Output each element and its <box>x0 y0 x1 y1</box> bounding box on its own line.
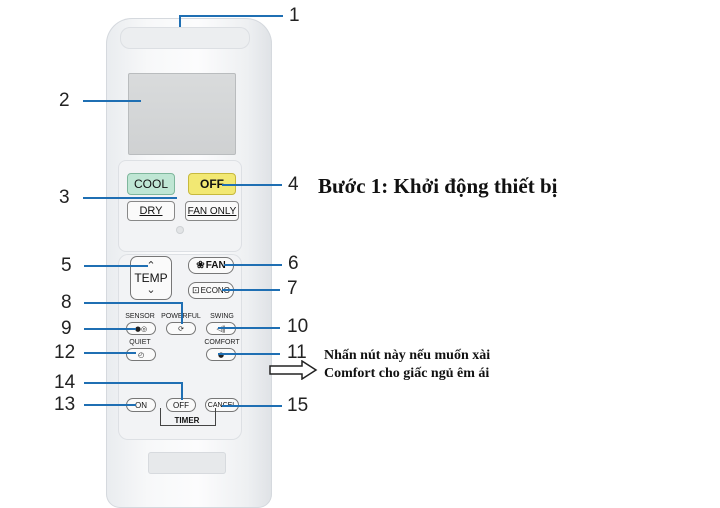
timer-label: TIMER <box>166 416 208 425</box>
comfort-note-line-1: Nhấn nút này nếu muốn xài <box>324 348 491 363</box>
callout-number-15: 15 <box>287 395 309 416</box>
battery-cover <box>148 452 226 474</box>
remote-top-cap <box>120 27 250 49</box>
callout-number-9: 9 <box>61 318 72 339</box>
callout-line-1 <box>179 15 283 17</box>
cool-button[interactable]: COOL <box>127 173 175 195</box>
quiet-label: QUIET <box>129 339 151 346</box>
callout-number-4: 4 <box>288 174 299 195</box>
quiet-button[interactable]: ◴ <box>126 348 156 361</box>
arrow-right-icon <box>269 360 318 380</box>
callout-line-7 <box>222 289 280 291</box>
callout-number-7: 7 <box>287 278 298 299</box>
fan-label: FAN <box>205 260 226 271</box>
callout-number-11: 11 <box>287 342 307 363</box>
callout-number-1: 1 <box>289 5 300 26</box>
indicator-dot <box>176 226 184 234</box>
callout-line-10 <box>218 327 280 329</box>
callout-line-14-drop <box>181 382 183 400</box>
sensor-label: SENSOR <box>125 313 155 320</box>
callout-line-8-drop <box>181 302 183 324</box>
callout-line-1-drop <box>179 15 181 27</box>
callout-line-8 <box>84 302 182 304</box>
callout-number-13: 13 <box>54 394 76 415</box>
callout-line-14 <box>84 382 182 384</box>
fan-only-button[interactable]: FAN ONLY <box>185 201 239 221</box>
comfort-note-line-2: Comfort cho giấc ngủ êm ái <box>324 366 490 381</box>
swing-label: SWING <box>210 313 234 320</box>
comfort-label: COMFORT <box>204 339 240 346</box>
callout-line-15 <box>222 405 282 407</box>
callout-line-5 <box>84 265 148 267</box>
callout-number-6: 6 <box>288 253 299 274</box>
callout-number-3: 3 <box>59 187 70 208</box>
step-heading: Bước 1: Khởi động thiết bị <box>318 174 558 198</box>
econo-label: ECONO <box>200 286 230 295</box>
callout-number-8: 8 <box>61 292 72 313</box>
quiet-icon: ◴ <box>137 350 145 359</box>
timer-bracket <box>160 408 216 426</box>
callout-line-4 <box>222 184 282 186</box>
callout-line-11 <box>218 353 280 355</box>
callout-line-2 <box>83 100 141 102</box>
temp-button[interactable]: ⌃ TEMP ⌄ <box>130 256 172 300</box>
lcd-screen <box>128 73 236 155</box>
callout-number-12: 12 <box>54 342 76 363</box>
callout-number-14: 14 <box>54 372 76 393</box>
chevron-down-icon: ⌄ <box>146 284 156 296</box>
econo-icon: ⊡ <box>192 285 200 295</box>
temp-label: TEMP <box>134 271 168 285</box>
dry-button[interactable]: DRY <box>127 201 175 221</box>
econo-button[interactable]: ⊡ ECONO <box>188 282 234 299</box>
fan-icon: ❀ <box>196 260 205 271</box>
callout-number-10: 10 <box>287 316 309 337</box>
callout-line-13 <box>84 404 136 406</box>
callout-number-2: 2 <box>59 90 70 111</box>
chevron-up-icon: ⌃ <box>146 260 156 272</box>
callout-number-5: 5 <box>61 255 72 276</box>
callout-line-9 <box>84 328 136 330</box>
sensor-icon: ●◎ <box>134 324 148 333</box>
powerful-label: POWERFUL <box>161 313 201 320</box>
callout-line-12 <box>84 352 136 354</box>
callout-line-3 <box>83 197 177 199</box>
powerful-icon: ⟳ <box>178 324 184 333</box>
callout-line-6 <box>224 264 282 266</box>
